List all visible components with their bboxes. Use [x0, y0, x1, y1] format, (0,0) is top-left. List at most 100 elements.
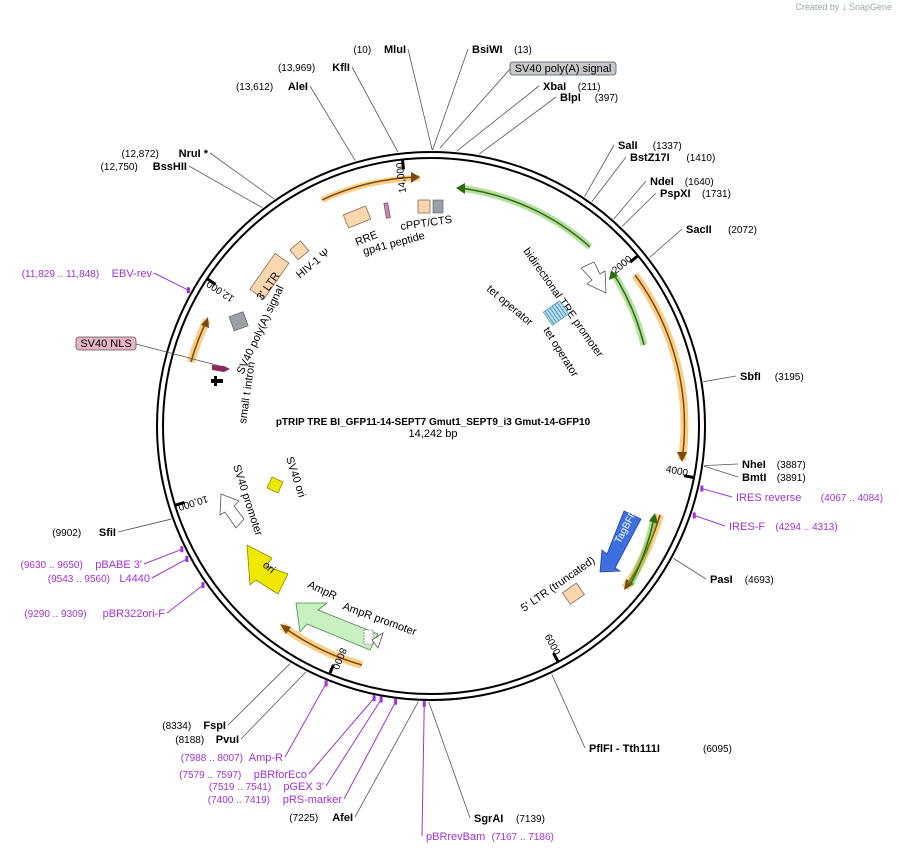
site-leader-line — [591, 156, 627, 202]
primer-mark — [201, 582, 205, 589]
feature-tet-operator-block — [542, 300, 570, 326]
site-name: AfeI — [332, 812, 353, 824]
primer-position: (7519 .. 7541) — [209, 782, 271, 793]
site-position: (2072) — [728, 225, 757, 236]
tick-label: 4000 — [665, 464, 689, 479]
credit-prefix: Created by — [795, 2, 840, 12]
feature-sv40-ori-box — [266, 476, 284, 494]
tick-label: 6000 — [542, 632, 562, 657]
site-name: BssHII — [153, 161, 187, 173]
tick-label: 12,000 — [205, 277, 237, 303]
site-position: (4693) — [745, 575, 774, 586]
primer-position: (9290 .. 9309) — [24, 609, 86, 620]
site-leader-line — [456, 85, 540, 152]
feature-ori-arrow — [246, 544, 289, 595]
feature-arc-14000-line — [321, 176, 419, 201]
primer-name: L4440 — [119, 573, 150, 585]
primer-name: pBABE 3' — [95, 559, 142, 571]
label-tet-operator-1: tet operator — [484, 283, 535, 329]
primer-name: Amp-R — [249, 752, 283, 764]
feature-rre-box — [342, 205, 372, 229]
primer-position: (11,829 .. 11,848) — [22, 269, 99, 280]
feature-bidir-tre-arrow — [580, 261, 607, 294]
boxed-feature-label: SV40 poly(A) signal — [515, 63, 612, 75]
tick-label: 10,000 — [176, 493, 209, 513]
site-name: XbaI — [543, 81, 566, 93]
primer-leader-line — [343, 701, 397, 800]
credit-brand: SnapGene — [848, 2, 892, 12]
primer-position: (4294 .. 4313) — [775, 522, 837, 533]
primer-position: (7400 .. 7419) — [208, 795, 270, 806]
primer-leader-line — [694, 514, 726, 527]
site-leader-line — [551, 674, 586, 749]
feature-green-right-line — [612, 272, 645, 346]
site-name: SalI — [618, 140, 638, 152]
site-position: (13,969) — [278, 63, 315, 74]
boxed-leader-line — [135, 343, 221, 367]
site-name: BmtI — [742, 472, 766, 484]
primer-leader-line — [308, 697, 375, 775]
backbone-outer — [156, 151, 706, 701]
site-leader-line — [227, 663, 291, 726]
feature-ampr-promoter-box — [363, 629, 374, 645]
primer-name: pGEX 3' — [283, 781, 324, 793]
tick-mark — [629, 254, 639, 264]
primer-leader-line — [325, 699, 382, 787]
primer-leader-line — [143, 548, 183, 565]
feature-green-lower-arrow — [649, 513, 658, 524]
primer-mark — [394, 698, 398, 705]
feature-arc-right — [631, 272, 689, 461]
feature-ampr-promoter-arrow — [371, 632, 384, 649]
primer-position: (7167 .. 7186) — [492, 832, 554, 843]
snapgene-credit: Created by ↓ SnapGene — [795, 2, 892, 12]
primer-name: pBRforEco — [254, 769, 307, 781]
site-name: NheI — [742, 459, 766, 471]
tick-mark — [328, 664, 335, 675]
primer-mark — [180, 546, 184, 553]
tick-mark — [683, 474, 695, 480]
site-leader-line — [478, 96, 557, 155]
tick-mark — [174, 500, 186, 507]
site-name: AleI — [288, 81, 308, 93]
feature-arrow-lower-right — [624, 579, 634, 590]
site-leader-line — [351, 66, 399, 153]
site-position: (3195) — [775, 372, 804, 383]
site-leader-line — [354, 701, 419, 818]
site-name: SbfI — [740, 371, 761, 383]
primer-mark — [185, 555, 189, 562]
primer-leader-line — [153, 272, 189, 291]
site-name: PflFI - Tth111I — [589, 743, 660, 755]
primer-leader-line — [151, 558, 188, 579]
site-position: (7225) — [289, 813, 318, 824]
feature-3ltr-box — [249, 252, 290, 300]
feature-arrow-right — [677, 452, 687, 462]
feature-gp41-peptide-box — [383, 202, 391, 219]
primer-leader-line — [421, 703, 425, 837]
label-sv40-ori: SV40 ori — [283, 455, 307, 499]
site-position: (7139) — [516, 814, 545, 825]
site-name: NdeI — [650, 176, 674, 188]
feature-small-t-intron-mark-2 — [214, 376, 217, 386]
site-leader-line — [188, 165, 263, 209]
feature-hiv1-psi-box — [289, 240, 310, 261]
primer-mark — [186, 287, 190, 294]
primer-name: IRES-F — [729, 521, 765, 533]
site-name: MluI — [384, 44, 406, 56]
primer-name: IRES reverse — [736, 492, 801, 504]
feature-tagbfp-arrow — [599, 510, 642, 573]
site-leader-line — [621, 192, 657, 227]
label-5ltr: 5' LTR (truncated) — [519, 554, 598, 614]
primer-leader-line — [701, 488, 733, 498]
site-position: (3887) — [777, 460, 806, 471]
feature-arrow-left — [201, 317, 209, 328]
site-leader-line — [613, 180, 647, 220]
primer-name: pBRrevBam — [426, 831, 485, 843]
site-position: (13) — [514, 45, 532, 56]
boxed-feature-label: SV40 NLS — [80, 338, 131, 350]
site-name: FspI — [203, 720, 226, 732]
boxed-feature-tag — [509, 61, 617, 76]
label-ampr: AmpR — [306, 579, 339, 603]
primer-name: pRS-marker — [283, 794, 343, 806]
site-position: (3891) — [777, 473, 806, 484]
